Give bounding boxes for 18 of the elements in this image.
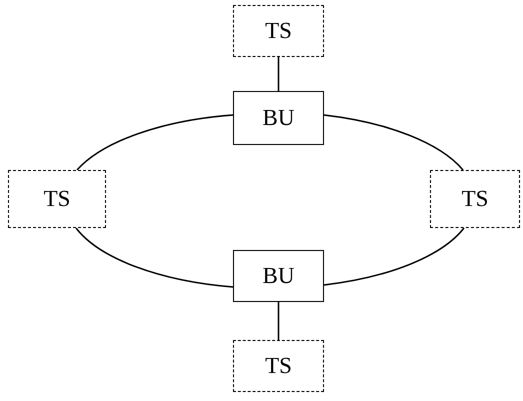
- dashed-box: [8, 170, 106, 228]
- node-label: TS: [44, 186, 70, 212]
- connector-line: [278, 302, 280, 340]
- unit-box: [233, 91, 324, 145]
- node-label: TS: [462, 186, 488, 212]
- unit-box: [233, 250, 324, 302]
- connector-line: [278, 57, 280, 91]
- node-label: TS: [265, 353, 292, 379]
- connector-line: [324, 227, 465, 286]
- node-label: BU: [262, 263, 294, 289]
- dashed-box: [430, 170, 520, 228]
- node-label: BU: [262, 105, 294, 131]
- connector-line: [75, 228, 234, 288]
- connector-line: [324, 114, 464, 171]
- node-label: TS: [265, 18, 292, 44]
- connector-line: [76, 114, 234, 171]
- dashed-box: [233, 5, 324, 57]
- dashed-box: [233, 340, 324, 392]
